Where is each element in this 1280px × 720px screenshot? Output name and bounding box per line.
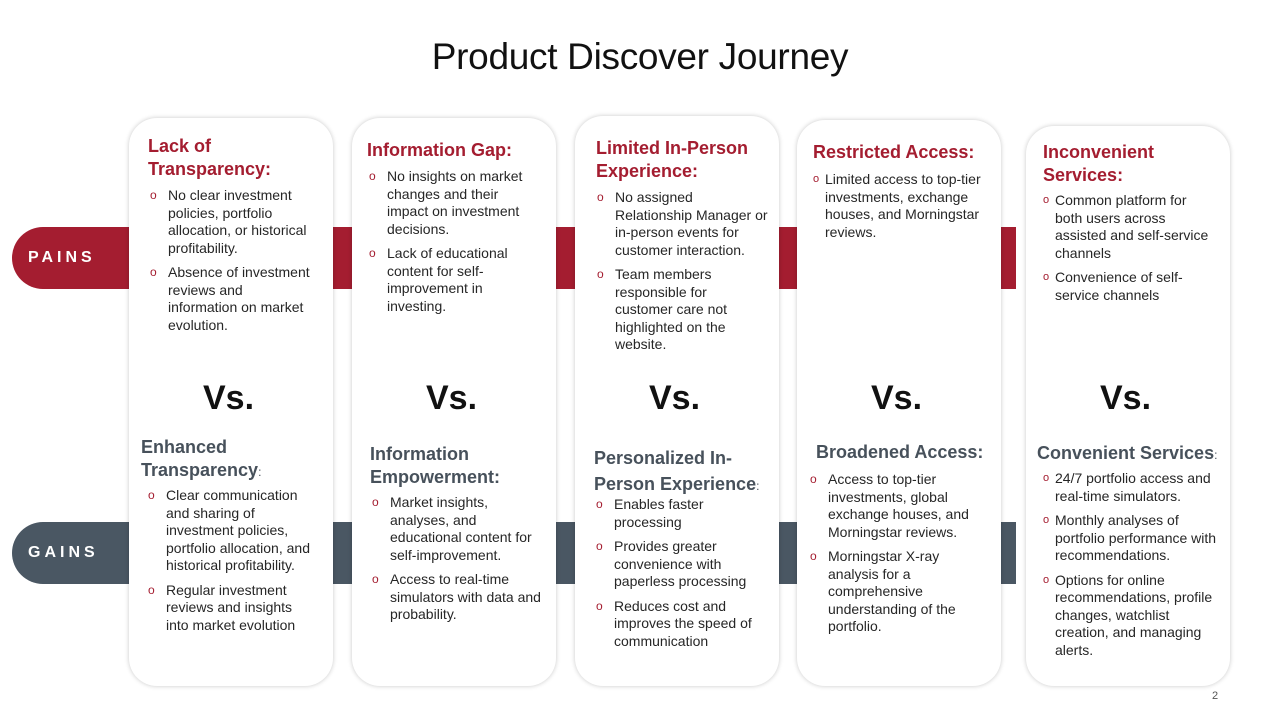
gain-item: Regular investment reviews and insights … [147, 582, 317, 635]
gain-title: Personalized In-Person Experience: [594, 448, 760, 494]
gain-list: Access to top-tier investments, global e… [809, 471, 989, 643]
gain-title: Broadened Access: [816, 442, 984, 462]
pain-list: No insights on market changes and their … [368, 168, 540, 322]
vs-label: Vs. [1100, 379, 1152, 417]
gain-item: 24/7 portfolio access and real-time simu… [1043, 470, 1223, 505]
pain-item: Limited access to top-tier investments, … [813, 171, 995, 241]
pain-item: Lack of educational content for self-imp… [368, 245, 540, 315]
pain-title: Restricted Access: [813, 142, 975, 162]
gain-list: Clear communication and sharing of inves… [147, 487, 317, 641]
gain-title: Enhanced Transparency: [141, 437, 262, 480]
pain-item: No insights on market changes and their … [368, 168, 540, 238]
gain-item: Enables faster processing [595, 496, 767, 531]
gain-list: Enables faster processing Provides great… [595, 496, 767, 657]
pain-title: Lack of Transparency: [148, 136, 272, 179]
pain-list: Limited access to top-tier investments, … [813, 171, 995, 248]
vs-label: Vs. [871, 379, 923, 417]
pain-item: Common platform for both users across as… [1043, 192, 1213, 262]
gain-item: Monthly analyses of portfolio performanc… [1043, 512, 1223, 565]
card-transparency: Lack of Transparency: No clear investmen… [129, 118, 333, 686]
page-number: 2 [1212, 690, 1219, 702]
card-in-person: Limited In-Person Experience: No assigne… [575, 116, 779, 686]
pain-item: Team members responsible for customer ca… [596, 266, 768, 354]
gain-item: Access to real-time simulators with data… [371, 571, 546, 624]
pain-item: Absence of investment reviews and inform… [149, 264, 315, 334]
pain-item: No clear investment policies, portfolio … [149, 187, 315, 257]
vs-label: Vs. [649, 379, 701, 417]
pain-title: Limited In-Person Experience: [596, 138, 749, 181]
gain-item: Access to top-tier investments, global e… [809, 471, 989, 541]
card-information: Information Gap: No insights on market c… [352, 118, 556, 686]
pain-title: Information Gap: [367, 140, 512, 160]
gain-item: Market insights, analyses, and education… [371, 494, 546, 564]
pain-title: Inconvenient Services: [1043, 142, 1155, 185]
vs-label: Vs. [426, 379, 478, 417]
pain-list: Common platform for both users across as… [1043, 192, 1213, 311]
card-convenience: Inconvenient Services: Common platform f… [1026, 126, 1230, 686]
slide-title: Product Discover Journey [431, 36, 849, 77]
gain-title: Information Empowerment: [370, 444, 501, 487]
gain-item: Morningstar X-ray analysis for a compreh… [809, 548, 989, 636]
pain-list: No clear investment policies, portfolio … [149, 187, 315, 341]
gain-item: Clear communication and sharing of inves… [147, 487, 317, 575]
pain-list: No assigned Relationship Manager or in-p… [596, 189, 768, 361]
gain-title: Convenient Services: [1037, 443, 1218, 463]
gain-item: Reduces cost and improves the speed of c… [595, 598, 767, 651]
pain-item: No assigned Relationship Manager or in-p… [596, 189, 768, 259]
card-access: Restricted Access: Limited access to top… [797, 120, 1001, 686]
gains-label: GAINS [28, 544, 99, 561]
pains-label: PAINS [28, 249, 96, 266]
gain-item: Options for online recommendations, prof… [1043, 572, 1223, 660]
gain-list: Market insights, analyses, and education… [371, 494, 546, 631]
pain-item: Convenience of self-service channels [1043, 269, 1213, 304]
gain-list: 24/7 portfolio access and real-time simu… [1043, 470, 1223, 666]
gain-item: Provides greater convenience with paperl… [595, 538, 767, 591]
vs-label: Vs. [203, 379, 255, 417]
